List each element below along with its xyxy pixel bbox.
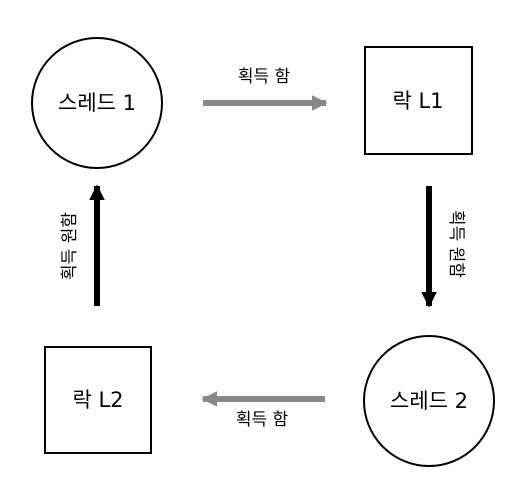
thread-1-circle (31, 37, 163, 169)
edge-label-wants: 획득 원함 (446, 210, 466, 278)
lock-l2-box (44, 346, 152, 454)
lock-l1-node: 락 L1 (364, 46, 473, 155)
thread-2-label: 스레드 2 (390, 389, 468, 413)
edge-thread1-to-l1: 획득 함 (203, 67, 328, 111)
thread-2-circle (363, 335, 495, 467)
edge-thread2-to-l2: 획득 함 (201, 391, 325, 430)
thread-2-node: 스레드 2 (363, 335, 495, 467)
thread-1-node: 스레드 1 (31, 37, 163, 169)
lock-l2-label: 락 L2 (72, 388, 123, 412)
lock-l1-label: 락 L1 (392, 89, 443, 113)
lock-l2-node: 락 L2 (44, 346, 152, 454)
edge-label-acquired: 획득 함 (236, 410, 289, 430)
edge-l1-to-thread2: 획득 원함 (421, 186, 466, 308)
lock-l1-box (364, 46, 473, 155)
thread-1-label: 스레드 1 (58, 91, 136, 115)
edge-label-acquired: 획득 함 (238, 67, 291, 87)
edge-l2-to-thread1: 획득 원함 (60, 184, 105, 306)
edge-label-wants: 획득 원함 (60, 212, 80, 280)
